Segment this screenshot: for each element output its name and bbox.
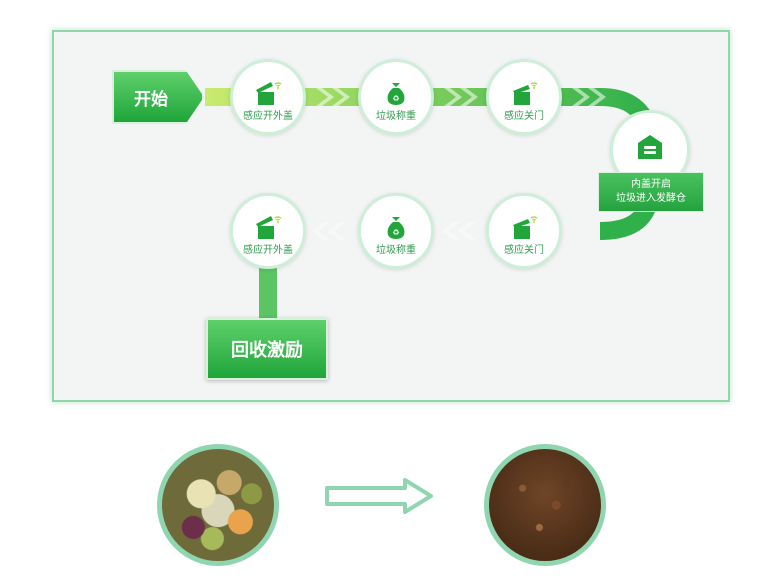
door-close-sensor-icon	[509, 80, 539, 110]
garbage-bag-icon: ♻	[383, 80, 409, 110]
reward-label: 回收激励	[231, 340, 303, 361]
bin-caption-line1: 内盖开启	[631, 179, 671, 190]
lid-open-sensor-icon	[253, 214, 283, 244]
svg-text:♻: ♻	[392, 228, 399, 237]
compost-soil-photo	[484, 444, 606, 566]
lid-open-sensor-icon	[253, 80, 283, 110]
step-label: 感应开外盖	[243, 245, 293, 256]
step-open-lid-2: 感应开外盖	[230, 193, 306, 269]
right-arrow-icon	[325, 478, 433, 514]
bin-caption-line2: 垃圾进入发酵仓	[616, 193, 686, 204]
step-weigh-2: ♻ 垃圾称重	[358, 193, 434, 269]
step-weigh: ♻ 垃圾称重	[358, 59, 434, 135]
food-waste-photo	[157, 444, 279, 566]
bottom-chevrons	[312, 222, 476, 240]
door-close-sensor-icon	[509, 214, 539, 244]
svg-text:♻: ♻	[392, 94, 399, 103]
step-label: 垃圾称重	[376, 245, 416, 256]
reward-button[interactable]: 回收激励	[206, 318, 328, 380]
step-label: 感应关门	[504, 245, 544, 256]
step-label: 感应关门	[504, 111, 544, 122]
top-chevrons	[316, 88, 606, 106]
bin-caption: 内盖开启 垃圾进入发酵仓	[598, 172, 704, 212]
start-label: 开始	[134, 89, 168, 110]
start-button[interactable]: 开始	[112, 70, 204, 124]
fermentation-bin-icon	[635, 133, 665, 165]
step-label: 感应开外盖	[243, 111, 293, 122]
step-open-lid: 感应开外盖	[230, 59, 306, 135]
garbage-bag-icon: ♻	[383, 214, 409, 244]
step-close-door-2: 感应关门	[486, 193, 562, 269]
step-label: 垃圾称重	[376, 111, 416, 122]
step-close-door: 感应关门	[486, 59, 562, 135]
